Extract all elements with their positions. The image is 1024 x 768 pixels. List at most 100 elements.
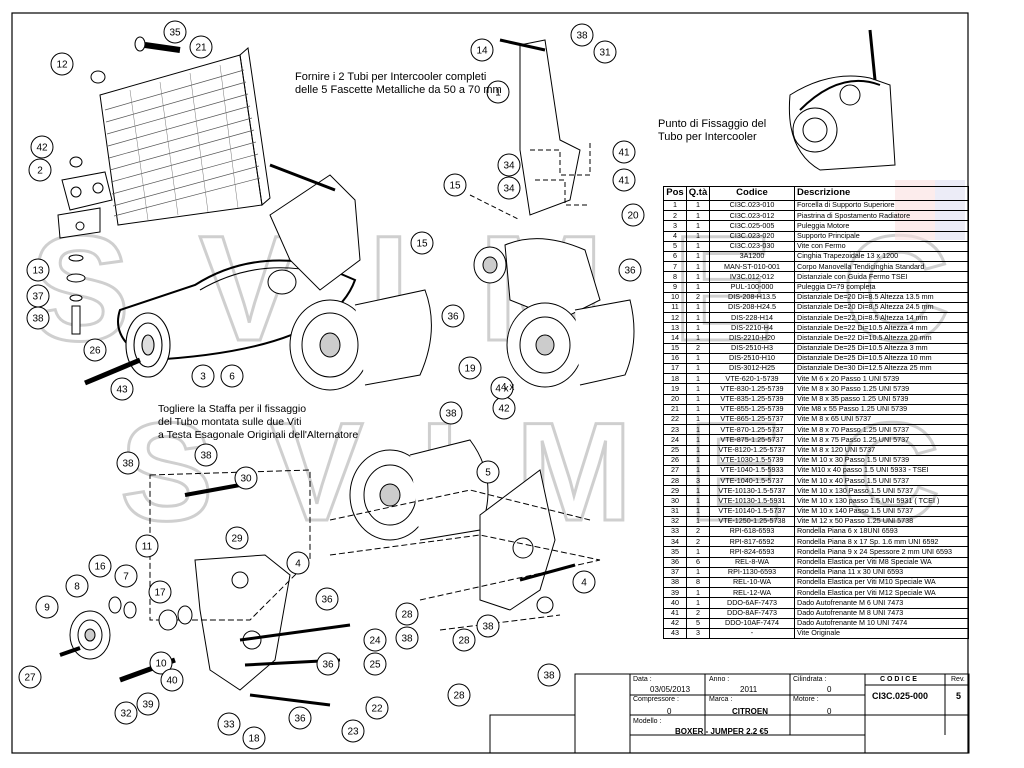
callout-number: 37 [32, 292, 44, 303]
bom-description: Cinghia Trapezoidale 13 x 1200 [794, 250, 969, 263]
bom-description: Puleggia D=79 completa [794, 281, 969, 293]
codice-value: CI3C.025-000 [872, 691, 929, 701]
callout-number: 28 [401, 610, 413, 621]
bom-description: Vite M8 x 55 Passo 1.25 UNI 5739 [794, 403, 969, 415]
bom-qty: 2 [686, 607, 710, 619]
data-label: Data : [633, 676, 652, 683]
callout-bubble [490, 376, 514, 400]
bom-code: REL-10-WA [709, 576, 795, 589]
callout-number: 2 [37, 166, 43, 177]
callout-number: 38 [32, 314, 44, 325]
bom-qty: 2 [686, 536, 710, 548]
bom-pos: 33 [663, 525, 687, 538]
modello-value: BOXER - JUMPER 2.2 €5 [675, 727, 769, 736]
bom-qty: 2 [686, 342, 710, 354]
bom-code: CI3C.023-010 [709, 199, 795, 212]
callout-number: 23 [347, 727, 359, 738]
callout-bubble [116, 451, 140, 475]
callout-number: 42 [36, 143, 48, 154]
bom-description: Rondella Piana 6 x 18UNI 6593 [794, 525, 969, 538]
callout-bubble [149, 651, 173, 675]
callout-bubble [114, 564, 138, 588]
bom-qty: 1 [686, 261, 710, 273]
bom-pos: 31 [663, 505, 687, 517]
bom-code: - [709, 627, 795, 640]
callout-number: 3 [200, 372, 206, 383]
note-bracket-removal: Togliere la Staffa per il fissaggio del … [158, 403, 359, 441]
bom-code: DDO-8AF-7473 [709, 607, 795, 619]
bom-description: Distanziale con Guida Fermo TSEI [794, 271, 969, 283]
title-block: Data : 03/05/2013 Anno : 2011 Cilindrata… [575, 674, 969, 753]
callout-number: 14 [476, 46, 488, 57]
bom-code: RPI-824-6593 [709, 546, 795, 558]
bom-description: Dado Autofrenante M 6 UNI 7473 [794, 597, 969, 609]
bom-qty: 1 [686, 546, 710, 558]
bom-code: CI3C.025-005 [709, 220, 795, 232]
bom-qty: 1 [686, 444, 710, 456]
bom-code: REL-8-WA [709, 556, 795, 568]
callout-number: 16 [94, 562, 106, 573]
callout-bubble [194, 443, 218, 467]
bom-pos: 10 [663, 291, 687, 303]
callout-number: 4 x [495, 384, 508, 395]
callout-number: 4 [295, 559, 301, 570]
bom-pos: 26 [663, 454, 687, 466]
bom-qty: 1 [686, 485, 710, 497]
bom-pos: 14 [663, 332, 687, 344]
callout-number: 20 [627, 211, 639, 222]
bom-pos: 11 [663, 301, 687, 314]
engine-pulley-and-belt [84, 259, 357, 386]
modello-label: Modello : [633, 718, 662, 725]
callout-number: 36 [624, 266, 636, 277]
bom-qty: 1 [686, 393, 710, 405]
bom-qty: 1 [686, 515, 710, 528]
bom-header-pos: Pos [663, 186, 687, 201]
marca-value: CITROEN [732, 707, 768, 716]
bom-code: VTE-1030-1.5-5739 [709, 454, 795, 466]
bom-code: VTE-855-1.25-5739 [709, 403, 795, 415]
bom-code: DIS-208-H13.5 [709, 291, 795, 303]
bom-qty: 1 [686, 250, 710, 263]
callout-bubble [365, 696, 389, 720]
bom-code: DIS-228-H14 [709, 312, 795, 324]
callout-number: 25 [369, 660, 381, 671]
bom-code: VTE-1040-1.5-5737 [709, 475, 795, 487]
bom-code: DDO-6AF-7473 [709, 597, 795, 609]
intercooler-radiator [99, 47, 271, 226]
bom-qty: 1 [686, 566, 710, 578]
bom-pos: 25 [663, 444, 687, 456]
bom-qty: 1 [686, 332, 710, 344]
callout-number: 4 [581, 578, 587, 589]
bom-pos: 29 [663, 485, 687, 497]
callout-bubble [160, 668, 184, 692]
callout-number: 22 [371, 704, 383, 715]
bom-qty: 1 [686, 424, 710, 436]
compressor-assembly-left [267, 163, 432, 391]
bom-qty: 6 [686, 556, 710, 568]
bom-description: Rondella Piana 11 x 30 UNI 6593 [794, 566, 969, 578]
callout-number: 36 [447, 312, 459, 323]
motore-value: 0 [827, 707, 832, 716]
bom-description: Rondella Elastica per Viti M8 Speciale W… [794, 556, 969, 568]
callout-bubble [26, 306, 50, 330]
bom-pos: 40 [663, 597, 687, 609]
bom-qty: 3 [686, 475, 710, 487]
callout-number: 36 [322, 660, 334, 671]
callout-bubble [225, 526, 249, 550]
callout-bubble [476, 460, 500, 484]
callout-number: 7 [123, 572, 129, 583]
bom-description: Dado Autofrenante M 10 UNI 7474 [794, 617, 969, 629]
callout-number: 5 [485, 468, 491, 479]
